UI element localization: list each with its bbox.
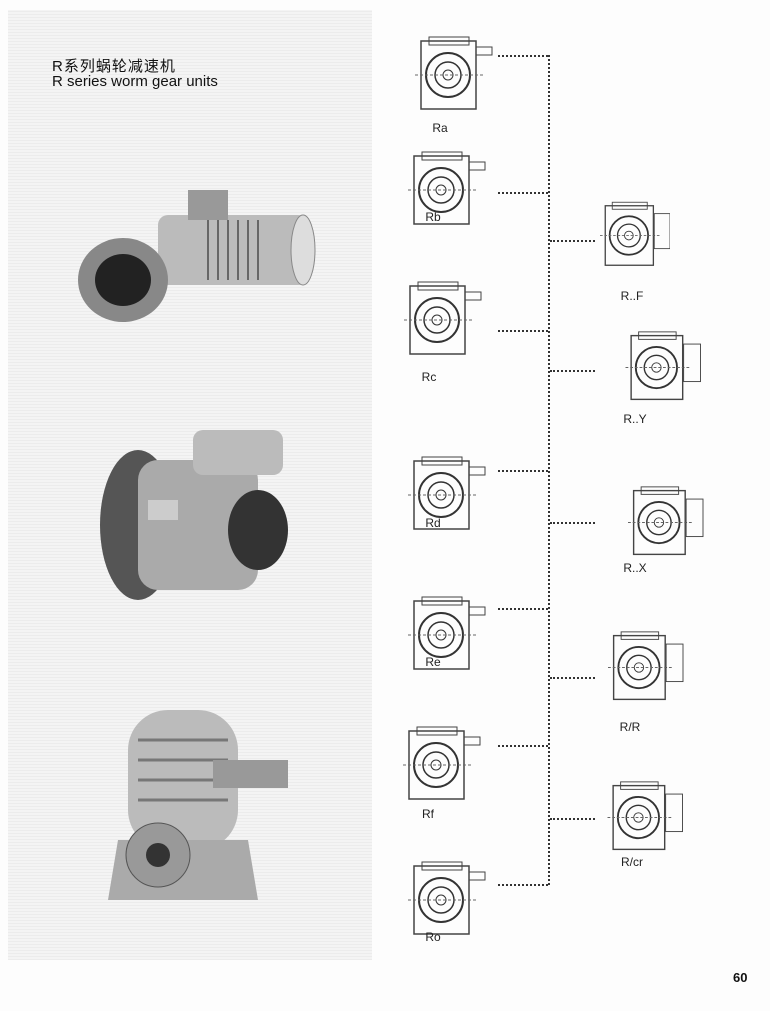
connector-line	[550, 522, 595, 524]
model-label: Rf	[422, 807, 434, 821]
connector-line	[498, 745, 548, 747]
diagram-ro	[408, 860, 488, 945]
connector-line	[498, 608, 548, 610]
connector-line	[498, 192, 548, 194]
diagram-rx	[603, 485, 728, 565]
diagram-rf	[600, 198, 671, 278]
connector-line	[550, 818, 595, 820]
model-label: Ra	[432, 121, 448, 135]
diagram-rr	[598, 630, 693, 710]
title-english: R series worm gear units	[52, 73, 218, 90]
connector-line	[498, 884, 548, 886]
model-label: Re	[425, 655, 441, 669]
model-label: R..X	[623, 561, 647, 575]
model-label: Rc	[421, 370, 437, 384]
connector-line	[550, 677, 595, 679]
title-chinese: R系列蜗轮减速机	[52, 58, 176, 75]
model-label: Ro	[425, 930, 441, 944]
page-number: 60	[733, 970, 748, 985]
model-label: R/cr	[621, 855, 643, 869]
diagram-rf	[403, 725, 483, 810]
connector-line	[550, 240, 595, 242]
model-label: R..Y	[623, 412, 647, 426]
diagram-rcr	[600, 780, 690, 860]
diagram-rc	[404, 280, 484, 365]
connector-trunk	[548, 55, 550, 885]
model-label: R/R	[619, 720, 641, 734]
photo-worm-gear-flange	[100, 430, 288, 600]
photo-panel	[8, 10, 372, 960]
connector-line	[550, 370, 595, 372]
model-label: Rb	[425, 210, 441, 224]
model-label: Rd	[425, 516, 441, 530]
diagram-ry	[603, 330, 723, 410]
diagram-rd	[408, 455, 488, 540]
model-label: R..F	[620, 289, 644, 303]
diagram-ra	[415, 35, 495, 120]
photo-worm-gear-foot	[108, 710, 288, 900]
diagram-rb	[408, 150, 488, 235]
connector-line	[498, 55, 548, 57]
connector-line	[498, 330, 548, 332]
photo-gear-motor	[78, 190, 316, 322]
diagram-re	[408, 595, 488, 680]
connector-line	[498, 470, 548, 472]
